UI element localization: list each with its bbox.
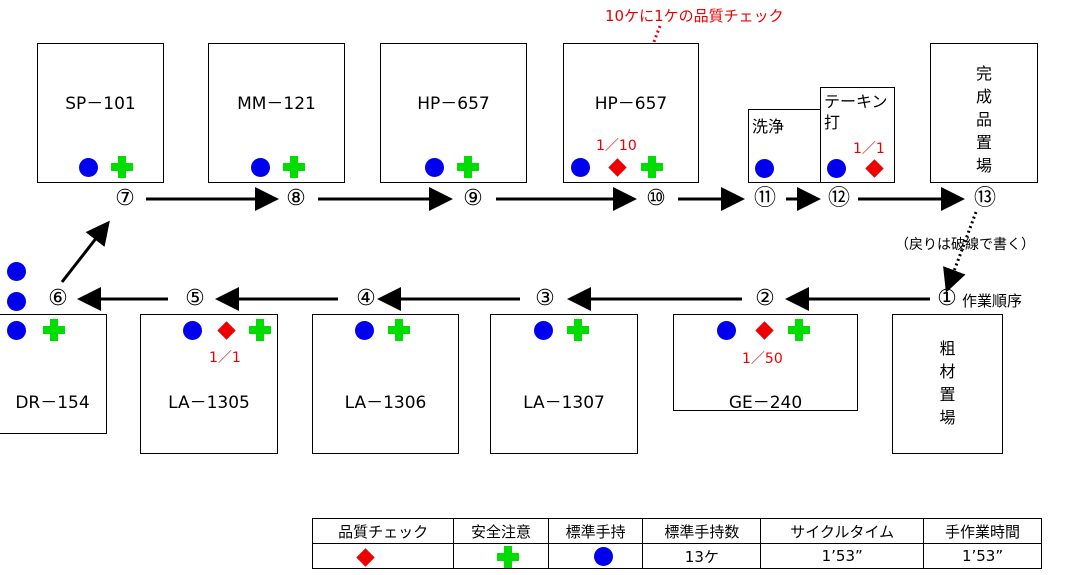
machine-6-label: DR－154	[15, 393, 90, 413]
machine-12-ratio: 1／1	[853, 141, 885, 157]
machine-12: テーキン 打 1／1	[820, 87, 895, 183]
stock-icon	[355, 321, 374, 340]
legend-header-row: 品質チェック 安全注意 標準手持 標準手持数 サイクルタイム 手作業時間	[311, 518, 1042, 544]
machine-8: MM－121	[208, 43, 345, 183]
machine-9: HP－657	[380, 43, 527, 183]
stock-icon	[79, 158, 98, 177]
stock-icon	[593, 547, 613, 566]
machine-4: LA－1306	[312, 314, 459, 454]
legend-header-stock: 標準手持	[547, 518, 644, 544]
safety-icon	[388, 319, 410, 341]
stock-icon	[7, 292, 26, 311]
machine-13: 完 成 品 置 場	[930, 43, 1038, 183]
machine-11-label: 洗浄	[752, 117, 785, 136]
legend-value-row: 13ケ 1’53” 1’53”	[311, 543, 1042, 569]
safety-icon	[111, 156, 133, 178]
machine-9-label: HP－657	[417, 94, 490, 114]
machine-7: SP－101	[37, 43, 164, 183]
legend-header-cycle-time: サイクルタイム	[760, 518, 925, 544]
legend-header-safety: 安全注意	[453, 518, 549, 544]
machine-13-label: 完 成 品 置 場	[975, 64, 992, 175]
machine-1: 粗 材 置 場	[892, 314, 1003, 454]
machine-1-label: 粗 材 置 場	[939, 339, 956, 427]
quality-check-icon	[865, 159, 884, 178]
step-9: ⑨	[463, 186, 483, 211]
step-6: ⑥	[48, 286, 68, 311]
step-7: ⑦	[115, 186, 135, 211]
stock-icon	[755, 159, 774, 178]
return-dashed-line	[943, 211, 978, 293]
machine-10-ratio: 1／10	[596, 138, 637, 154]
legend-safety-cell	[453, 543, 549, 569]
legend-header-quality: 品質チェック	[311, 518, 455, 544]
return-note: （戻りは破線で書く）	[895, 237, 1035, 253]
safety-icon	[641, 156, 663, 178]
legend-header-manual-time: 手作業時間	[923, 518, 1042, 544]
safety-icon	[788, 319, 810, 341]
legend-manual-time: 1’53”	[923, 543, 1042, 569]
stock-icon	[183, 321, 202, 340]
stock-icon	[7, 262, 26, 281]
stock-icon	[571, 158, 590, 177]
step-11: ⑪	[753, 186, 776, 211]
step-5: ⑤	[185, 286, 205, 311]
machine-2-ratio: 1／50	[742, 351, 783, 367]
machine-3-label: LA－1307	[523, 393, 605, 413]
safety-icon	[497, 546, 520, 568]
machine-5: 1／1 LA－1305	[140, 314, 278, 454]
machine-2-label: GE－240	[728, 393, 803, 413]
legend-header-stock-count: 標準手持数	[642, 518, 762, 544]
stock-icon	[717, 321, 736, 340]
machine-4-label: LA－1306	[344, 393, 427, 413]
machine-8-label: MM－121	[237, 94, 316, 114]
step-2: ②	[755, 286, 775, 311]
step-10: ⑩	[646, 186, 666, 211]
step-8: ⑧	[286, 186, 306, 211]
machine-10: HP－657 1／10	[563, 43, 699, 183]
machine-3: LA－1307	[490, 314, 638, 454]
step-4: ④	[356, 286, 376, 311]
stock-icon	[534, 321, 553, 340]
legend-stock-count: 13ケ	[642, 543, 762, 569]
machine-11: 洗浄	[748, 109, 821, 183]
stock-icon	[425, 158, 444, 177]
quality-check-icon	[608, 158, 627, 177]
work-order-label: 作業順序	[962, 292, 1023, 310]
legend-stock-cell	[547, 543, 644, 569]
stock-icon	[827, 159, 846, 178]
quality-check-icon	[356, 548, 375, 567]
safety-icon	[283, 156, 305, 178]
step-3: ③	[535, 286, 555, 311]
machine-5-ratio: 1／1	[209, 350, 241, 366]
quality-check-note: 10ケに1ケの品質チェック	[605, 7, 784, 25]
safety-icon	[457, 156, 479, 178]
step-13: ⑬	[973, 186, 996, 211]
machine-10-label: HP－657	[594, 94, 668, 114]
machine-12-label: テーキン 打	[824, 92, 888, 132]
stock-icon	[251, 158, 270, 177]
machine-5-label: LA－1305	[168, 393, 250, 413]
safety-icon	[249, 319, 271, 341]
legend-table: 品質チェック 安全注意 標準手持 標準手持数 サイクルタイム 手作業時間 13ケ…	[311, 518, 1042, 569]
step-1: ①	[937, 286, 957, 311]
machine-7-label: SP－101	[65, 94, 136, 114]
legend-cycle-time: 1’53”	[760, 543, 925, 569]
legend-quality-cell	[311, 543, 455, 569]
safety-icon	[567, 319, 589, 341]
stock-icon	[7, 321, 26, 340]
arrow-6-7	[60, 220, 110, 283]
step-12: ⑫	[827, 186, 850, 211]
safety-icon	[43, 319, 65, 341]
